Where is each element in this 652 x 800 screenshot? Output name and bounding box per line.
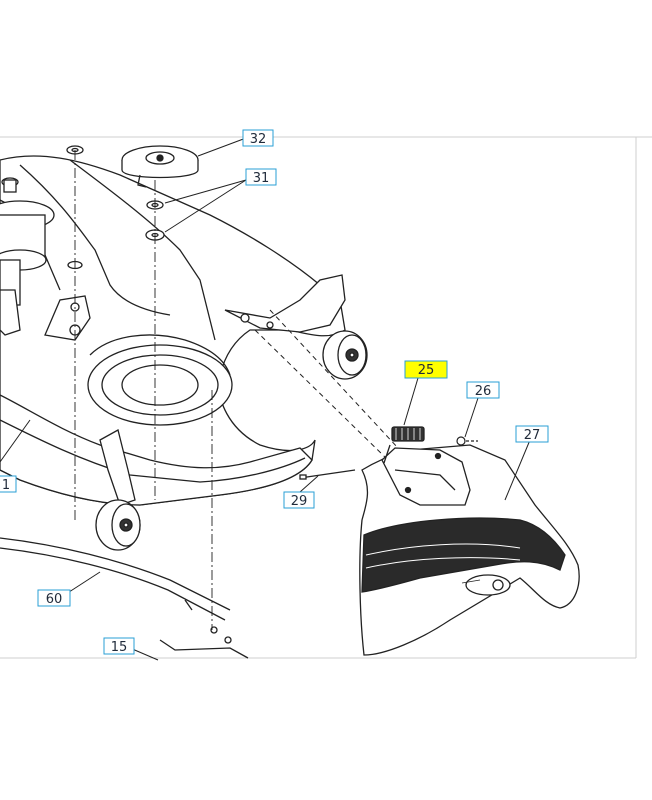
callout-26: 26 <box>466 381 500 399</box>
svg-text:1: 1 <box>2 478 10 493</box>
deck-wheel-right <box>322 330 368 380</box>
mower-deck <box>0 155 346 506</box>
tractor-frame <box>0 537 249 659</box>
svg-text:27: 27 <box>524 428 541 443</box>
svg-text:31: 31 <box>253 171 270 186</box>
svg-text:26: 26 <box>475 384 492 399</box>
callout-1: 1 <box>0 475 17 493</box>
callout-32: 32 <box>242 129 274 147</box>
svg-text:15: 15 <box>111 640 128 655</box>
svg-text:29: 29 <box>291 494 308 509</box>
callout-27: 27 <box>515 425 549 443</box>
diagram-frame <box>0 136 652 659</box>
callout-31: 31 <box>245 168 277 186</box>
callout-29: 29 <box>283 491 315 509</box>
chute-spring <box>383 426 425 464</box>
deck-wheel-left <box>95 499 141 551</box>
leader-lines <box>0 137 531 661</box>
alignment-lines <box>74 150 213 630</box>
callout-15: 15 <box>103 637 135 655</box>
svg-text:25: 25 <box>418 363 435 378</box>
assembly-dashes <box>254 309 399 461</box>
callout-25-highlighted: 25 <box>404 360 448 379</box>
washers <box>66 145 165 270</box>
callout-60: 60 <box>37 589 71 607</box>
hinge-pin <box>299 469 356 480</box>
discharge-chute <box>359 444 580 656</box>
hex-nut <box>456 436 478 446</box>
idler-pulley <box>121 145 199 188</box>
svg-text:60: 60 <box>46 592 63 607</box>
svg-text:32: 32 <box>250 132 267 147</box>
